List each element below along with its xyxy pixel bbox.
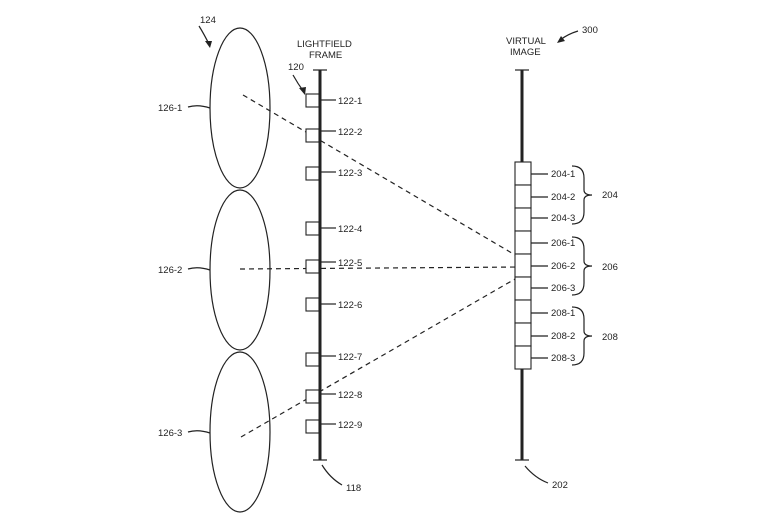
virtual-element-204-3 bbox=[515, 208, 531, 231]
virtual-element-208-1 bbox=[515, 300, 531, 323]
ray-top bbox=[243, 95, 522, 259]
frame-element-122-9 bbox=[306, 420, 319, 433]
label-126-3: 126-3 bbox=[158, 428, 182, 439]
label-208: 208 bbox=[602, 332, 618, 343]
leader-202 bbox=[525, 466, 548, 483]
label-204: 204 bbox=[602, 190, 618, 201]
ellipse-126-1 bbox=[210, 28, 270, 188]
virtual-element-206-2 bbox=[515, 254, 531, 277]
virtual-element-204-1 bbox=[515, 162, 531, 185]
label-122-2: 122-2 bbox=[338, 127, 362, 138]
virtual-element-208-3 bbox=[515, 346, 531, 369]
leader-126-1 bbox=[188, 106, 210, 108]
arrowhead-124 bbox=[205, 41, 212, 48]
label-208-2: 208-2 bbox=[551, 331, 575, 342]
frame-element-122-4 bbox=[306, 222, 319, 235]
label-122-8: 122-8 bbox=[338, 390, 362, 401]
virtual-title-line2: IMAGE bbox=[510, 47, 541, 58]
label-122-6: 122-6 bbox=[338, 300, 362, 311]
ray-lines bbox=[240, 95, 522, 437]
frame-element-122-7 bbox=[306, 353, 319, 366]
label-206: 206 bbox=[602, 262, 618, 273]
label-300: 300 bbox=[582, 25, 598, 36]
label-126-2: 126-2 bbox=[158, 265, 182, 276]
lightfield-title-line2: FRAME bbox=[309, 50, 342, 61]
label-118: 118 bbox=[346, 483, 361, 494]
label-120: 120 bbox=[288, 62, 304, 73]
label-122-3: 122-3 bbox=[338, 168, 362, 179]
virtual-element-208-2 bbox=[515, 323, 531, 346]
leader-126-3 bbox=[188, 431, 210, 433]
leader-126-2 bbox=[188, 268, 210, 270]
virtual-element-206-1 bbox=[515, 231, 531, 254]
frame-element-122-1 bbox=[306, 94, 319, 107]
leader-118 bbox=[322, 465, 342, 485]
label-206-3: 206-3 bbox=[551, 283, 575, 294]
label-208-1: 208-1 bbox=[551, 308, 575, 319]
label-202: 202 bbox=[552, 480, 568, 491]
label-122-7: 122-7 bbox=[338, 352, 362, 363]
label-122-5: 122-5 bbox=[338, 258, 362, 269]
frame-element-122-2 bbox=[306, 129, 319, 142]
group-braces: 204 206 208 bbox=[572, 166, 618, 365]
ellipse-labels: 126-1 126-2 126-3 bbox=[158, 103, 210, 439]
virtual-element-206-3 bbox=[515, 277, 531, 300]
frame-elements: 122-1 122-2 122-3 122-4 122-5 122-6 122-… bbox=[306, 94, 362, 433]
label-126-1: 126-1 bbox=[158, 103, 182, 114]
label-204-3: 204-3 bbox=[551, 213, 575, 224]
frame-element-122-8 bbox=[306, 390, 319, 403]
ellipse-group bbox=[210, 28, 270, 512]
lightfield-title-line1: LIGHTFIELD bbox=[297, 39, 352, 50]
label-206-2: 206-2 bbox=[551, 261, 575, 272]
frame-element-122-6 bbox=[306, 298, 319, 311]
label-122-9: 122-9 bbox=[338, 420, 362, 431]
ray-bottom bbox=[241, 275, 522, 437]
ellipse-126-3 bbox=[210, 352, 270, 512]
label-206-1: 206-1 bbox=[551, 238, 575, 249]
label-204-1: 204-1 bbox=[551, 169, 575, 180]
label-122-1: 122-1 bbox=[338, 96, 362, 107]
label-124: 124 bbox=[200, 15, 216, 26]
label-122-4: 122-4 bbox=[338, 224, 362, 235]
ray-middle bbox=[240, 267, 522, 269]
frame-element-122-3 bbox=[306, 167, 319, 180]
ellipse-126-2 bbox=[210, 190, 270, 350]
virtual-title-line1: VIRTUAL bbox=[506, 36, 546, 47]
label-204-2: 204-2 bbox=[551, 192, 575, 203]
arrowhead-120 bbox=[299, 87, 306, 95]
virtual-elements: 204-1 204-2 204-3 206-1 206-2 206-3 208-… bbox=[515, 162, 575, 369]
frame-element-122-5 bbox=[306, 260, 319, 273]
virtual-element-204-2 bbox=[515, 185, 531, 208]
label-208-3: 208-3 bbox=[551, 353, 575, 364]
